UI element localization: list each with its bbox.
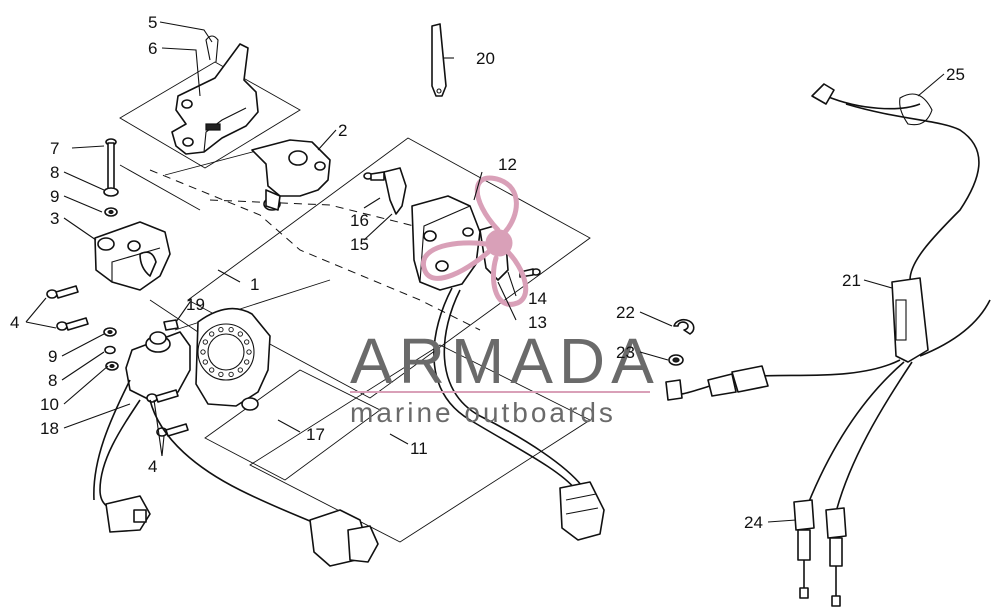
callout-22: 22 (616, 303, 635, 322)
callout-13: 13 (528, 313, 547, 332)
callout-23: 23 (616, 343, 635, 362)
callout-17: 17 (306, 425, 325, 444)
callout-25: 25 (946, 65, 965, 84)
callout-5: 5 (148, 13, 157, 32)
lower-bracket-part-18 (125, 319, 191, 401)
gear-tooth (200, 349, 206, 355)
callout-10: 10 (40, 395, 59, 414)
watermark-logo: ARMADA marine outboards (350, 175, 660, 428)
callout-14: 14 (528, 289, 547, 308)
callout-4-upper: 4 (10, 313, 19, 332)
sensor-part-2 (251, 139, 331, 211)
callout-8-lower: 8 (48, 371, 57, 390)
callout-6: 6 (148, 39, 157, 58)
callout-2: 2 (338, 121, 347, 140)
gear-tooth (244, 359, 250, 365)
lever-part-15 (363, 167, 407, 215)
callout-15: 15 (350, 235, 369, 254)
gear-tooth (246, 349, 252, 355)
trim-sender-part-17 (195, 307, 271, 411)
callout-19: 19 (186, 295, 205, 314)
wire-harness-part-21 (665, 83, 991, 607)
gear-tooth (237, 367, 243, 373)
callout-7: 7 (50, 139, 59, 158)
callout-18: 18 (40, 419, 59, 438)
gear-tooth (209, 367, 215, 373)
gear-tooth (202, 339, 208, 345)
callout-21: 21 (842, 271, 861, 290)
gear-tooth (218, 371, 224, 378)
washers-lower (103, 327, 119, 371)
gear-tooth (244, 339, 250, 345)
retaining-rings-22-23 (668, 318, 695, 366)
callout-numbers: 5 6 7 8 9 3 4 9 8 10 18 4 19 1 2 20 16 1… (10, 13, 965, 532)
callout-9-upper: 9 (50, 187, 59, 206)
callout-24: 24 (744, 513, 763, 532)
callout-8-upper: 8 (50, 163, 59, 182)
callout-12: 12 (498, 155, 517, 174)
wire-harness-lower (93, 379, 379, 567)
mount-block-part-3 (94, 221, 171, 291)
gear-tooth (228, 371, 234, 378)
watermark-brand: ARMADA (350, 325, 660, 397)
gear-tooth (237, 331, 243, 337)
gear-tooth (202, 359, 208, 365)
callout-3: 3 (50, 209, 59, 228)
gear-tooth (228, 326, 234, 333)
gear-tooth (209, 331, 215, 337)
callout-9-lower: 9 (48, 347, 57, 366)
callout-4-lower: 4 (148, 457, 157, 476)
callout-20: 20 (476, 49, 495, 68)
screw-part-4-lower (146, 389, 189, 437)
callout-16: 16 (350, 211, 369, 230)
bolt-part-7 (103, 138, 119, 217)
logo-propeller-icon (421, 175, 529, 307)
callout-leaders (25, 21, 945, 523)
assembly-guide-lines (119, 61, 591, 543)
pivot-bracket-part-6 (171, 35, 259, 155)
watermark-tagline: marine outboards (350, 397, 616, 428)
screw-part-4-upper (46, 285, 89, 331)
callout-11: 11 (410, 439, 428, 458)
callout-1: 1 (250, 275, 259, 294)
wire-harness-part-11 (433, 287, 605, 541)
gear-tooth (218, 326, 224, 333)
tool-part-20 (431, 23, 447, 97)
